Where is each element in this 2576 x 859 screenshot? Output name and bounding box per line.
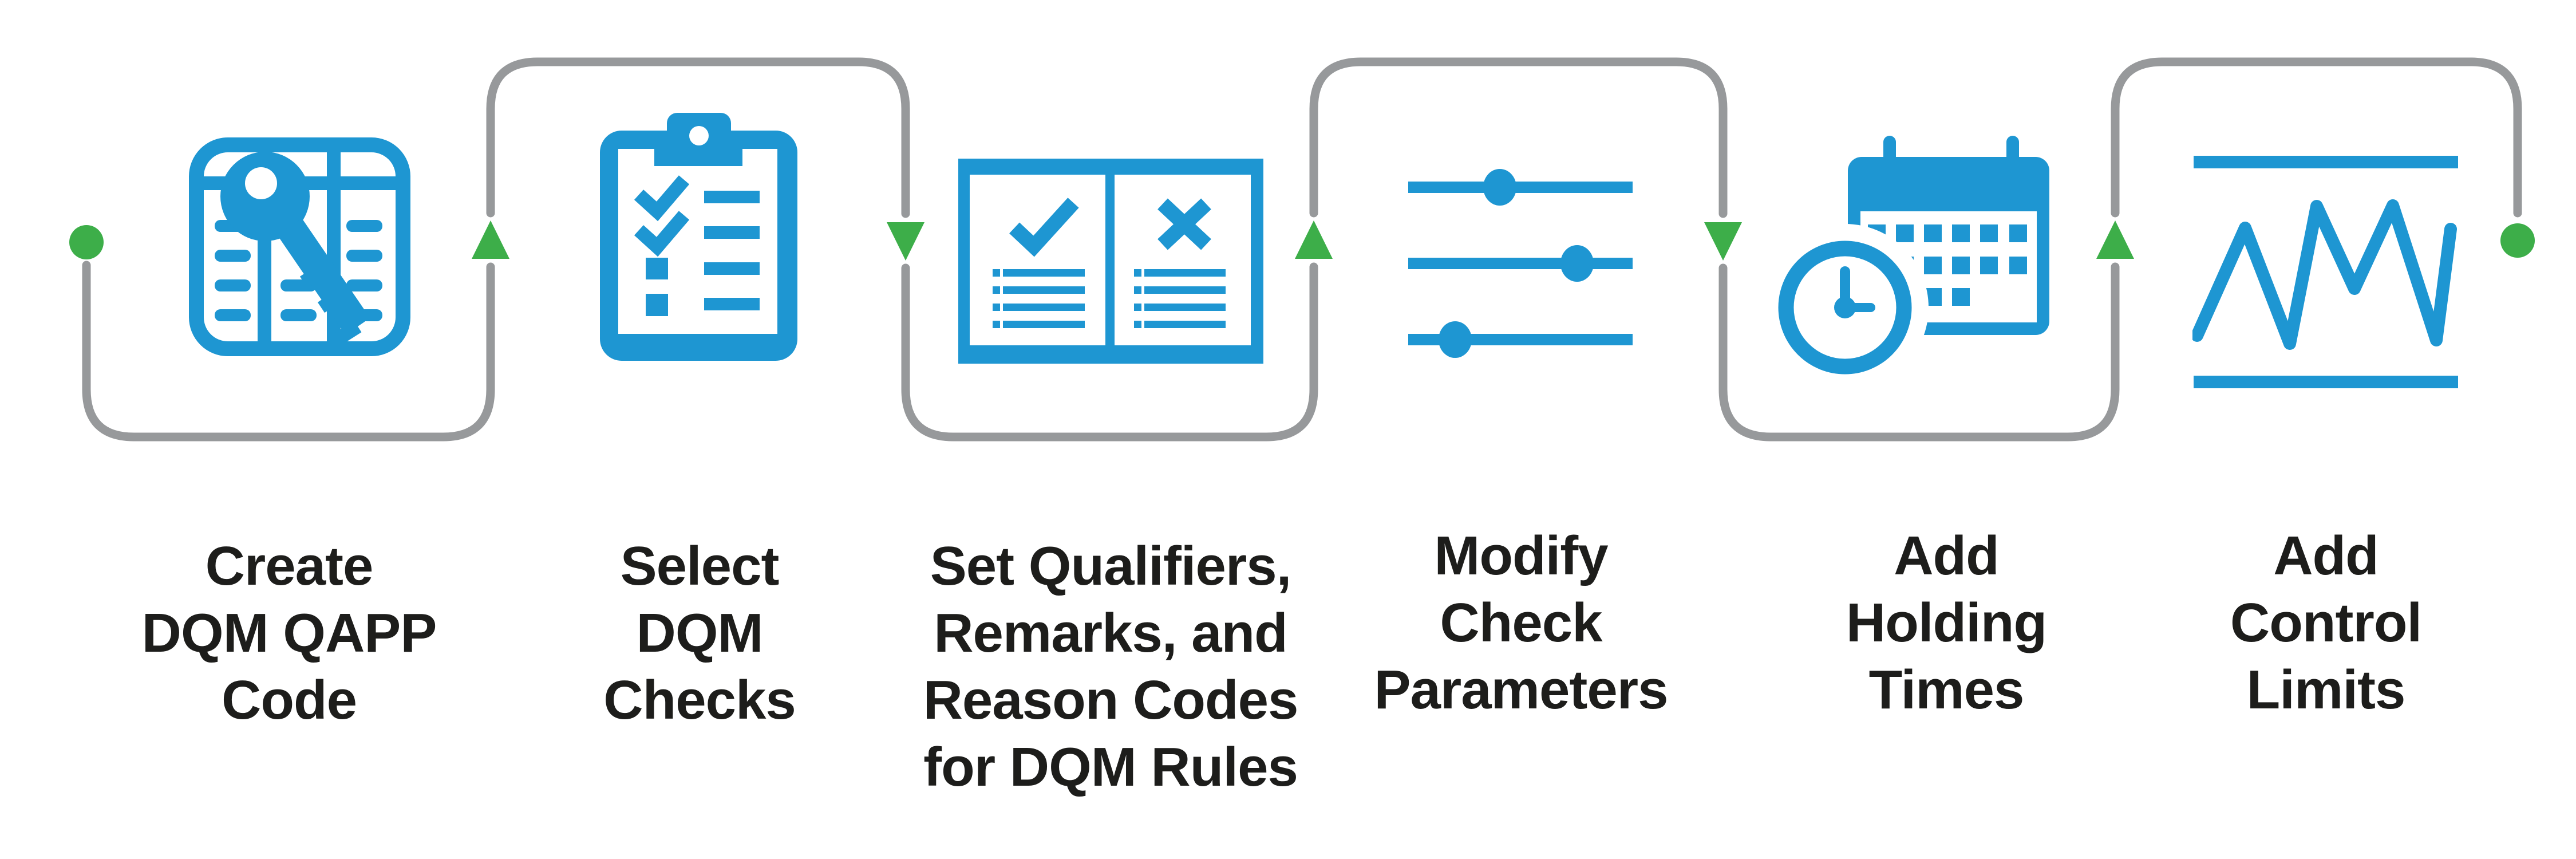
step-4-label: Modify Check Parameters — [1321, 522, 1721, 723]
label-line: Holding — [1846, 592, 2047, 653]
label-line: for DQM Rules — [923, 736, 1298, 798]
connector-under-step5 — [1718, 262, 2120, 442]
key-hole — [245, 167, 277, 199]
step-5-label: Add Holding Times — [1746, 522, 2147, 723]
label-line: Times — [1868, 659, 2025, 720]
arrow-down-icon — [887, 222, 924, 261]
upper-control-limit-line — [2194, 156, 2458, 168]
lower-control-limit-line — [2194, 376, 2458, 388]
label-line: Select — [620, 535, 780, 597]
connector-over-step2 — [486, 57, 910, 218]
label-line: Remarks, and — [934, 602, 1288, 664]
label-line: Code — [222, 669, 357, 731]
control-chart-icon — [2192, 156, 2458, 388]
connector-over-step6 — [2111, 57, 2522, 218]
arrow-up-icon — [1295, 220, 1333, 259]
step-2-label: Select DQM Checks — [499, 533, 900, 734]
clip-hole — [689, 126, 709, 145]
calendar-clock-icon — [1761, 136, 2049, 391]
x-mark — [1157, 198, 1211, 250]
end-dot-icon — [2500, 223, 2535, 258]
step-1-label: Create DQM QAPP Code — [89, 533, 489, 734]
label-line: Limits — [2246, 659, 2406, 720]
zigzag-data-line — [2192, 199, 2457, 350]
table-key-icon — [189, 137, 410, 356]
arrow-down-icon — [1704, 222, 1742, 261]
label-line: Check — [1440, 592, 1602, 653]
flow-arrows — [69, 220, 2535, 261]
label-line: Add — [1894, 525, 2000, 586]
label-line: Parameters — [1374, 659, 1668, 720]
start-dot-icon — [69, 225, 104, 259]
label-line: Add — [2273, 525, 2379, 586]
label-line: Set Qualifiers, — [930, 535, 1292, 597]
check-mark — [1009, 198, 1079, 257]
label-line: Checks — [603, 669, 796, 731]
clipboard-checklist-icon — [600, 113, 797, 361]
open-book-check-x-icon — [958, 159, 1263, 364]
label-line: Control — [2230, 592, 2422, 653]
label-line: DQM QAPP — [141, 602, 437, 664]
arrow-up-icon — [472, 220, 509, 259]
label-line: DQM — [636, 602, 764, 664]
connector-under-step3 — [901, 262, 1318, 442]
label-line: Modify — [1434, 525, 1608, 586]
arrow-up-icon — [2096, 220, 2134, 259]
connector-over-step4 — [1309, 57, 1728, 218]
connector-under-step1 — [82, 261, 495, 442]
label-line: Reason Codes — [923, 669, 1299, 731]
label-line: Create — [205, 535, 374, 597]
step-3-label: Set Qualifiers, Remarks, and Reason Code… — [887, 533, 1334, 801]
step-6-label: Add Control Limits — [2125, 522, 2526, 723]
sliders-icon — [1408, 169, 1633, 358]
connector-gray-line — [82, 57, 2522, 442]
